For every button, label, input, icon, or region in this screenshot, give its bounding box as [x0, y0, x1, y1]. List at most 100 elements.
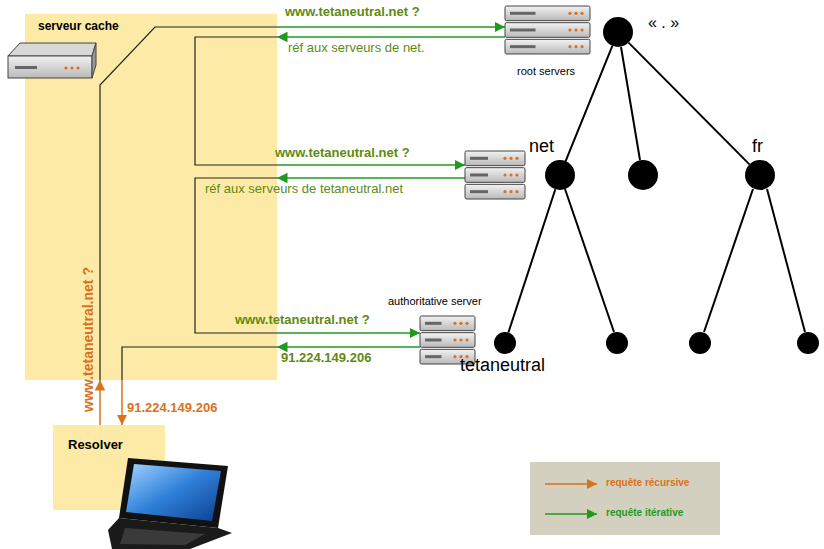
legend-text: requête récursive — [606, 477, 689, 489]
server-led — [568, 45, 571, 48]
server-led — [64, 66, 67, 69]
edge-label: 91.224.149.206 — [281, 351, 371, 366]
server-slot — [15, 66, 37, 69]
server-led — [580, 45, 583, 48]
server-slab — [420, 316, 475, 331]
routing-line — [122, 347, 277, 380]
server-led — [453, 322, 456, 325]
server-icon — [505, 6, 590, 54]
tree-label: net — [529, 136, 554, 157]
server-icon — [8, 43, 96, 78]
box-title: Resolver — [68, 438, 123, 453]
query-arrow — [277, 346, 420, 348]
server-slot — [510, 12, 536, 15]
tree-node: « . » — [603, 17, 633, 47]
edge-label: 91.224.149.206 — [127, 401, 217, 416]
iterative-arrow — [277, 164, 465, 166]
server-label: authoritative server — [388, 295, 482, 308]
server-led — [503, 157, 506, 160]
server-led — [568, 12, 571, 15]
iterative-arrow — [277, 177, 465, 179]
node-fills — [25, 14, 775, 510]
tree-dot — [606, 160, 819, 354]
server-led — [515, 190, 518, 193]
server-slab — [505, 6, 590, 21]
legend-text: requête itérative — [606, 507, 683, 519]
tree-dot — [628, 160, 658, 190]
illustration — [8, 27, 819, 549]
server-led — [465, 322, 468, 325]
server-slot — [425, 355, 442, 358]
tree-branch — [565, 189, 614, 332]
reply-label: réf aux serveurs de tetaneutral.net — [205, 182, 403, 197]
tree-branch — [629, 43, 750, 165]
legend-sample — [545, 483, 597, 485]
server-slab — [505, 39, 590, 54]
routing-line — [100, 27, 277, 380]
tree-label: « . » — [648, 14, 679, 32]
laptop-icon — [108, 518, 232, 549]
tree-dot — [745, 160, 775, 190]
server-icon — [8, 56, 92, 78]
server-led — [515, 157, 518, 160]
server-slab — [505, 23, 590, 38]
tree-branch — [508, 189, 555, 332]
laptop-icon — [108, 458, 232, 549]
tree-branch — [565, 47, 805, 332]
server-icon: root servers — [505, 5, 590, 55]
tree-dot — [603, 17, 633, 47]
query-arrow — [277, 26, 505, 28]
server-led — [503, 190, 506, 193]
routing-line — [100, 27, 277, 380]
laptop-screen — [126, 464, 221, 521]
region-title: serveur cache — [38, 20, 119, 34]
server-led — [580, 12, 583, 15]
request-label: www.tetaneutral.net ? — [275, 146, 410, 161]
tree-node: tetaneutral — [494, 332, 516, 354]
server-icons — [420, 6, 590, 364]
tree-node: fr — [745, 160, 775, 190]
server-led — [459, 338, 462, 341]
routing-line — [195, 37, 277, 165]
server-led — [453, 338, 456, 341]
server-slot — [510, 29, 536, 32]
server-slot — [470, 157, 488, 160]
query-arrow — [277, 332, 420, 334]
legend-box — [530, 462, 720, 535]
resolver-box: Resolver — [53, 425, 165, 510]
tree-dot — [689, 332, 711, 354]
server-led — [459, 322, 462, 325]
server-slab — [465, 184, 525, 199]
server-led — [509, 157, 512, 160]
server-slot — [425, 322, 442, 325]
server-led — [465, 338, 468, 341]
edge-label: www.tetaneutral.net ? — [235, 313, 370, 328]
server-slot — [470, 174, 488, 177]
tree-dot — [797, 332, 819, 354]
server-led — [76, 66, 79, 69]
connectors — [100, 27, 749, 425]
server-led — [574, 45, 577, 48]
server-led — [453, 355, 456, 358]
server-icon — [92, 43, 96, 78]
server-slab — [420, 333, 475, 348]
query-arrow — [99, 380, 101, 425]
tree-branch — [621, 47, 640, 160]
server-icon — [465, 151, 525, 199]
server-slot — [425, 339, 442, 342]
laptop-keyboard — [120, 528, 205, 545]
server-led — [509, 173, 512, 176]
tree-branch — [566, 46, 613, 161]
legend-sample — [545, 513, 597, 515]
server-led — [574, 28, 577, 31]
tree-branch — [767, 189, 805, 332]
server-slab — [465, 168, 525, 183]
edge-label: réf aux serveurs de net. — [288, 41, 425, 56]
server-led — [568, 28, 571, 31]
tree-branch — [704, 189, 753, 332]
query-arrow — [121, 380, 123, 425]
